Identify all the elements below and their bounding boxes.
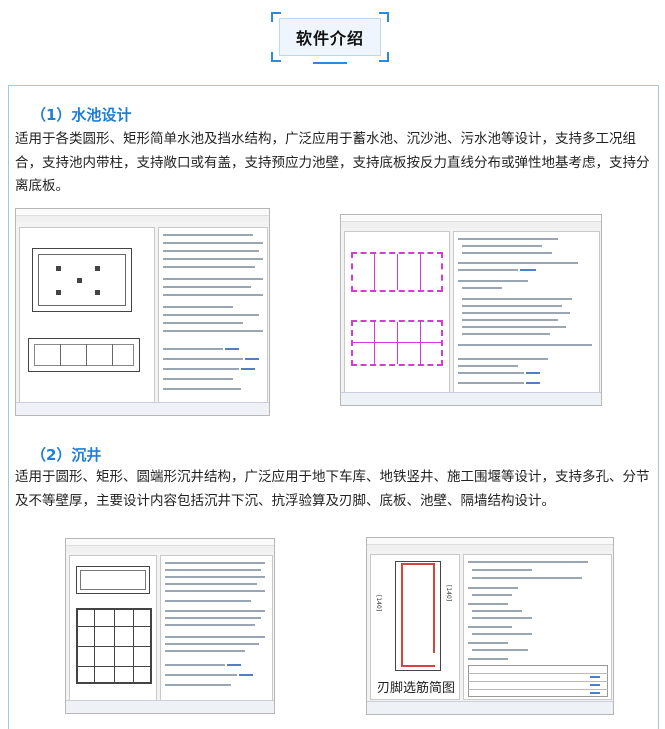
- status-bar: [66, 700, 274, 713]
- section-text-sinking-well: 适用于圆形、矩形、圆端形沉井结构，广泛应用于地下车库、地铁竖井、施工围堰等设计，…: [15, 469, 650, 509]
- cutting-edge-drawing-pane: [140] [140] 刃脚选筋简图: [370, 554, 460, 700]
- corner-decoration: [379, 52, 389, 62]
- corner-decoration: [379, 12, 389, 22]
- page-title: 软件介绍: [295, 29, 364, 48]
- title-box: 软件介绍: [279, 18, 381, 56]
- pool-software-screenshot-left: [15, 208, 270, 416]
- sinking-well-calculation-pane: [463, 554, 612, 700]
- pool-parameter-pane: [158, 227, 268, 403]
- status-bar: [341, 392, 601, 405]
- pool-software-screenshot-right: [340, 214, 602, 406]
- section-text-pool: 适用于各类圆形、矩形简单水池及挡水结构，广泛应用于蓄水池、沉沙池、污水池等设计，…: [15, 131, 650, 194]
- corner-decoration: [271, 12, 281, 22]
- section-heading-pool: （1）水池设计: [31, 106, 132, 124]
- section-heading-sinking-well: （2）沉井: [31, 446, 102, 464]
- dimension-label: [140]: [445, 585, 452, 602]
- sinking-well-screenshot-right: [140] [140] 刃脚选筋简图: [366, 537, 614, 715]
- pool-layout-pane: [344, 231, 450, 399]
- section-title-badge: 软件介绍: [271, 12, 389, 62]
- sinking-well-parameter-pane: [160, 555, 273, 701]
- sinking-well-drawing-pane: [69, 555, 157, 701]
- corner-decoration: [271, 52, 281, 62]
- pool-calculation-pane: [453, 231, 600, 399]
- title-underline: [313, 62, 347, 64]
- status-bar: [16, 402, 269, 415]
- dimension-label: [140]: [375, 595, 382, 612]
- drawing-caption: 刃脚选筋简图: [376, 681, 455, 696]
- sinking-well-screenshot-left: [65, 538, 275, 714]
- pool-drawing-pane: [19, 227, 155, 403]
- status-bar: [367, 701, 613, 714]
